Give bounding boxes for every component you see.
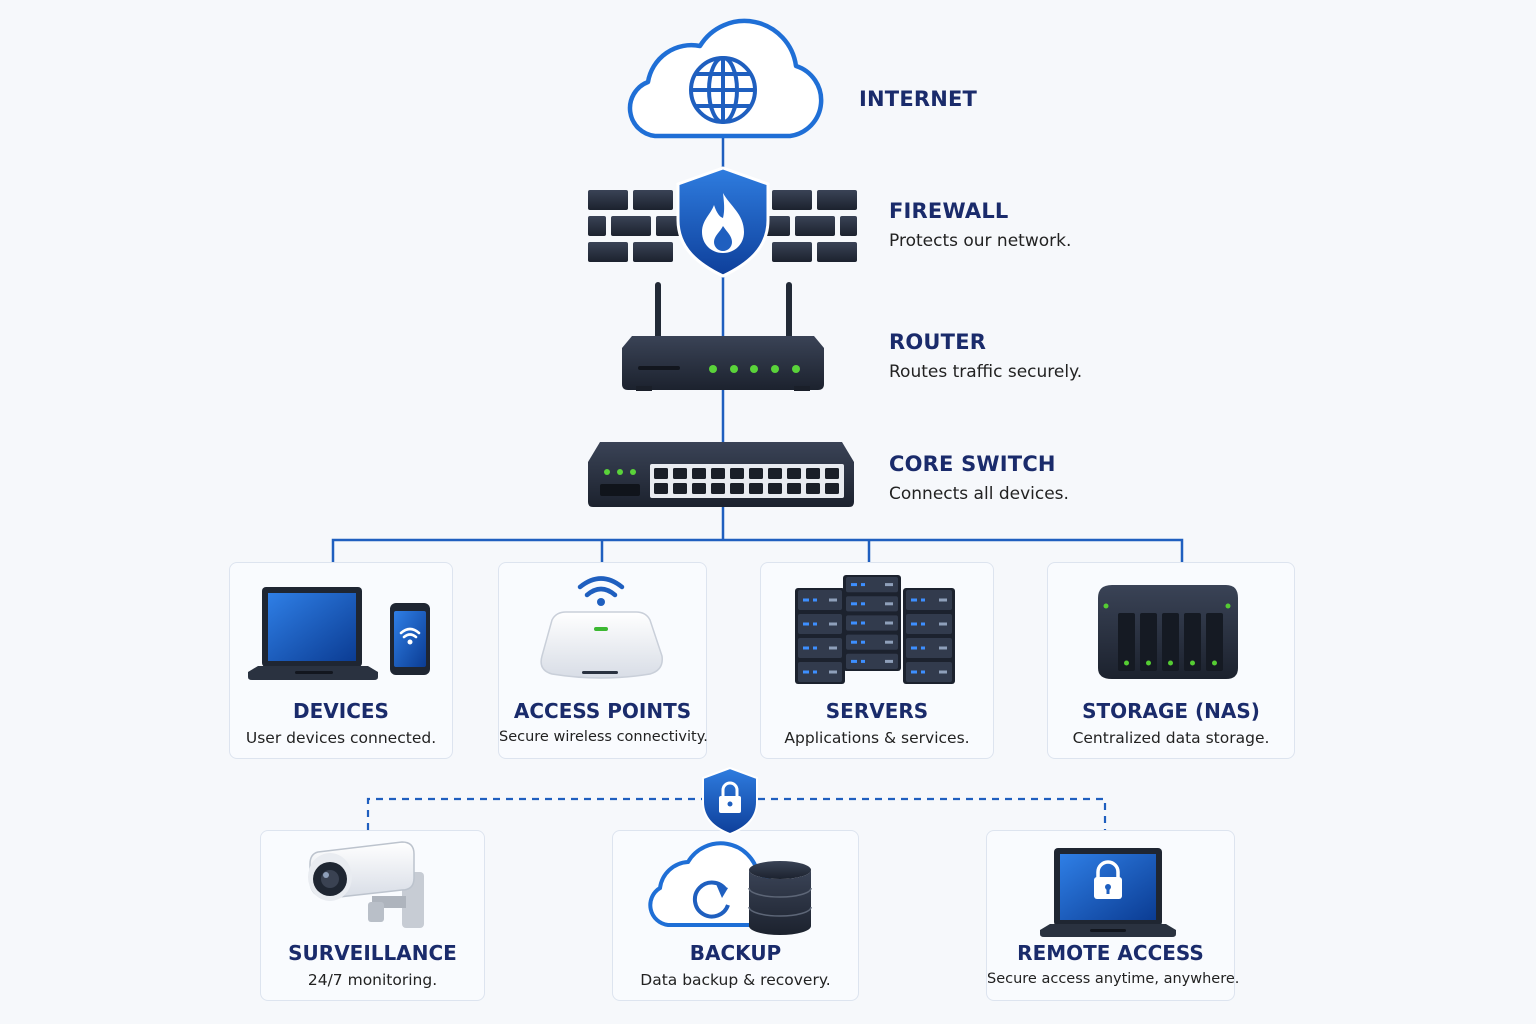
switch-port [673,468,687,479]
remote-access-title: REMOTE ACCESS [1017,941,1204,965]
switch-port [768,468,782,479]
devices-desc: User devices connected. [245,729,437,747]
firewall-shield-icon [588,166,857,278]
switch-port [768,483,782,494]
router-title: ROUTER [889,330,987,354]
devices-card[interactable]: DEVICES User devices connected. [229,562,453,759]
servers-title: SERVERS [825,699,929,723]
switch-port [787,468,801,479]
firewall-desc: Protects our network. [889,231,1072,251]
servers-card[interactable]: SERVERS Applications & services. [760,562,994,759]
switch-port [806,483,820,494]
access-points-title: ACCESS POINTS [513,699,692,723]
remote-access-desc: Secure access anytime, anywhere. [987,971,1240,987]
devices-title: DEVICES [293,699,389,723]
router-icon [622,282,824,391]
surveillance-card[interactable]: SURVEILLANCE 24/7 monitoring. [260,830,485,1001]
access-points-desc: Secure wireless connectivity. [499,729,708,745]
switch-icon [588,442,854,507]
tier2-dashed-lines [366,797,1107,830]
lock-shield-icon [702,766,758,836]
core-switch-label: CORE SWITCH Connects all devices. [889,452,1069,504]
switch-port [806,468,820,479]
switch-port [730,468,744,479]
switch-port [654,468,668,479]
access-points-card[interactable]: ACCESS POINTS Secure wireless connectivi… [498,562,708,759]
switch-port [787,483,801,494]
globe-cloud-icon [627,18,824,139]
backup-card[interactable]: BACKUP Data backup & recovery. [612,830,859,1001]
switch-port [711,483,725,494]
switch-port [654,483,668,494]
switch-port [749,468,763,479]
switch-port [692,483,706,494]
surveillance-title: SURVEILLANCE [288,941,457,965]
storage-card[interactable]: STORAGE (NAS) Centralized data storage. [1047,562,1295,759]
router-label: ROUTER Routes traffic securely. [889,330,1082,382]
tier1-branch-lines [331,538,1184,562]
internet-title: INTERNET [859,87,978,111]
backup-desc: Data backup & recovery. [640,971,831,989]
switch-port [711,468,725,479]
switch-port [825,483,839,494]
surveillance-desc: 24/7 monitoring. [307,971,438,989]
backup-title: BACKUP [689,941,782,965]
switch-port [673,483,687,494]
switch-port [825,468,839,479]
firewall-title: FIREWALL [889,199,1009,223]
remote-access-card[interactable]: REMOTE ACCESS Secure access anytime, any… [986,830,1240,1001]
switch-port [749,483,763,494]
internet-label: INTERNET [859,87,977,111]
servers-desc: Applications & services. [784,729,970,747]
switch-port [730,483,744,494]
storage-title: STORAGE (NAS) [1082,699,1260,723]
storage-desc: Centralized data storage. [1072,729,1270,747]
switch-port [692,468,706,479]
core-switch-title: CORE SWITCH [889,452,1056,476]
firewall-label: FIREWALL Protects our network. [889,199,1071,251]
core-switch-desc: Connects all devices. [889,484,1069,504]
router-desc: Routes traffic securely. [889,362,1083,382]
